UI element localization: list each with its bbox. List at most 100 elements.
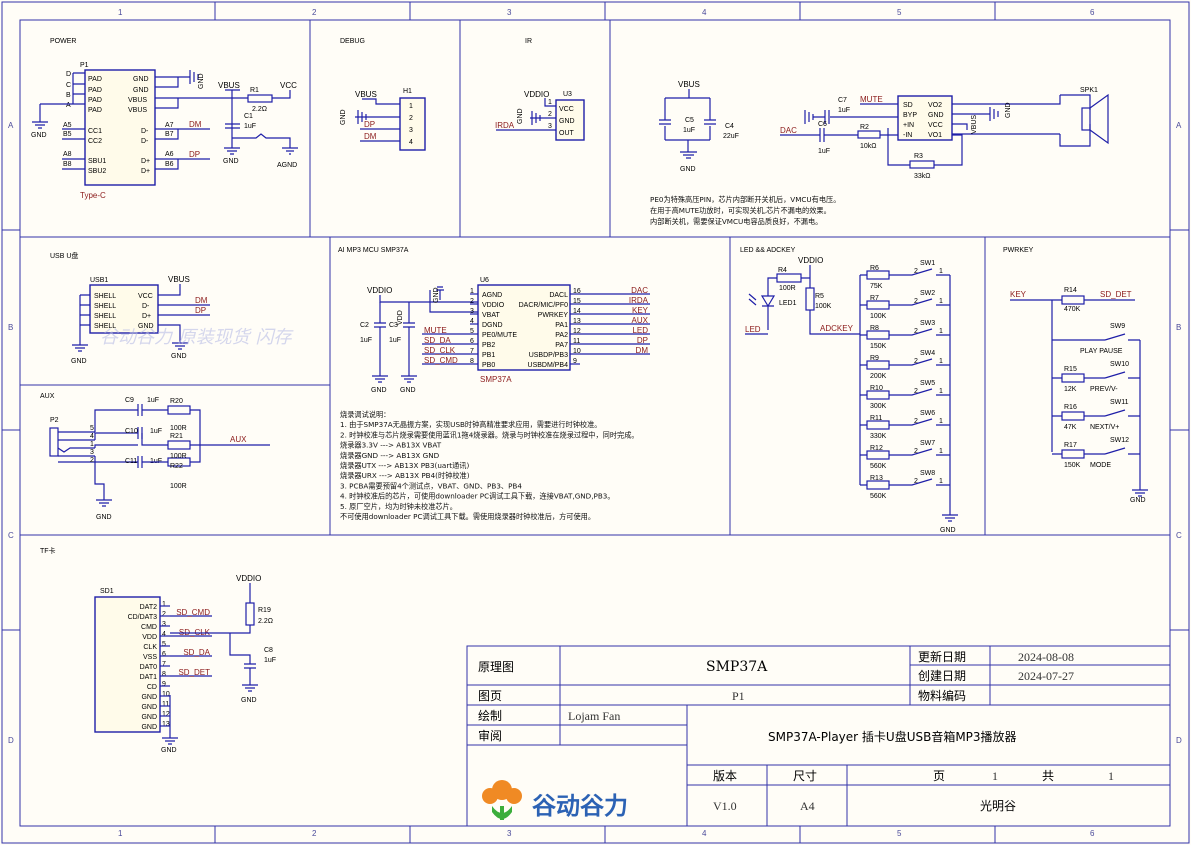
mcu-note-line: 1. 由于SMP37A无晶振方案，实现USB时钟高精准要求应用，需要进行时钟校准…: [340, 420, 602, 429]
mcu-note-line: 烧录器GND ---> AB13X GND: [340, 451, 440, 460]
u6-right-pin-name: PA2: [555, 332, 568, 339]
p1-type-label: Type-C: [80, 191, 106, 200]
pwrkey-gnd: GND: [1130, 497, 1146, 504]
p1-pin-a5: A5: [63, 122, 72, 129]
watermark: 谷动谷力 原装现货 闪存: [100, 327, 294, 348]
r21-ref: R21: [170, 433, 183, 440]
u6-right-pin-name: DACL: [549, 292, 568, 299]
tb-page-label: 图页: [478, 689, 502, 703]
c5-ref: C5: [685, 117, 694, 124]
mcu-note-line: 烧录器UTX ---> AB13X PB3(uart通讯): [340, 461, 469, 470]
ladder-switch-pin-2: 2: [914, 358, 918, 365]
speaker-section: VBUS C5 1uF C4 22uF GND C7 1uF MUTE DAC …: [650, 80, 1109, 226]
u6-left-pin-name: PB1: [482, 352, 495, 359]
p1-sbu1: SBU1: [88, 158, 106, 165]
ir-gnd: GND: [517, 108, 524, 124]
u6-left-pin-name: AGND: [482, 292, 502, 299]
mcu-note-line: 烧录器URX ---> AB13X PB4(时钟校准): [340, 471, 470, 480]
u6-right-pin-name: USBDP/PB3: [529, 352, 568, 359]
tb-update-label: 更新日期: [918, 649, 966, 664]
p1-vbus-2: VBUS: [128, 107, 147, 114]
u6-right-pin-name: USBDM/PB4: [528, 362, 569, 369]
ladder-resistor: [866, 420, 890, 430]
amp-pin-gnd: GND: [928, 112, 944, 119]
pwrkey-switch-ref: SW9: [1110, 323, 1125, 330]
ladder-resistor: [866, 330, 890, 340]
p2-ref: P2: [50, 417, 59, 424]
tb-size: A4: [800, 799, 815, 813]
usb1-vcc: VCC: [138, 293, 153, 300]
sd1-pin-num: 7: [162, 661, 166, 668]
h1-pin-4: 4: [409, 139, 413, 146]
sd1-pin-num: 4: [162, 631, 166, 638]
u6-left-pin-num: 1: [470, 288, 474, 295]
u3-num-1: 1: [548, 99, 552, 106]
p1-net-dp: DP: [189, 150, 200, 159]
u6-right-net-label: AUX: [632, 316, 649, 325]
p2-pin-1: 1: [90, 441, 94, 448]
c7-value: 1uF: [838, 107, 850, 114]
p1-pad-2: PAD: [88, 87, 102, 94]
u6-right-pin-num: 13: [573, 318, 581, 325]
u6-right-pin-num: 15: [573, 298, 581, 305]
ladder-switch-pin-1: 1: [939, 448, 943, 455]
pwrkey-res-value: 12K: [1064, 386, 1077, 393]
c3-value: 1uF: [389, 337, 401, 344]
sd1-pin-name: CD/DAT3: [128, 614, 158, 621]
title-block: 原理图 SMP37A 更新日期 2024-08-08 创建日期 2024-07-…: [466, 645, 1171, 827]
c6-value: 1uF: [818, 148, 830, 155]
ladder-res-value: 300K: [870, 403, 887, 410]
ruler-row-c-right: C: [1176, 531, 1182, 540]
ladder-switch-wire: [860, 358, 950, 366]
r1-value: 2.2Ω: [252, 106, 267, 113]
c3-ref: C3: [389, 322, 398, 329]
p1-vbus-1: VBUS: [128, 97, 147, 104]
pwrkey-switch: [1104, 371, 1140, 379]
led1-ref: LED1: [779, 300, 797, 307]
u6-right-net-label: LED: [632, 326, 648, 335]
u6-left-pin-num: 7: [470, 348, 474, 355]
pwrkey-res-value: 47K: [1064, 424, 1077, 431]
sd1-pin-num: 13: [162, 721, 170, 728]
u6-right-pin-num: 16: [573, 288, 581, 295]
ladder-resistor: [866, 360, 890, 370]
u6-left-net-label: SD_CLK: [424, 346, 456, 355]
sd1-socket-body: [94, 596, 161, 733]
power-agnd: AGND: [277, 162, 297, 169]
spk-net-dac: DAC: [780, 126, 797, 135]
sd1-net-label: SD_DET: [178, 668, 210, 677]
ladder-switch-ref: SW5: [920, 380, 935, 387]
ladder-switch-pin-1: 1: [939, 418, 943, 425]
p2-pin-3: 3: [90, 449, 94, 456]
h1-pin-2: 2: [409, 115, 413, 122]
pwrkey-res-ref: R15: [1064, 366, 1077, 373]
amp-u-body: [897, 95, 953, 141]
ladder-switch-ref: SW3: [920, 320, 935, 327]
ladder-resistor: [866, 390, 890, 400]
ladder-switch-ref: SW4: [920, 350, 935, 357]
usb1-gnd: GND: [138, 323, 154, 330]
p1-dp-2: D+: [141, 168, 150, 175]
ruler-col-3-bottom: 3: [507, 829, 512, 838]
sd1-pin-name: CD: [147, 684, 157, 691]
spk-note-line-3: 内部断关机，需要保证VMCU电容品质良好，不漏电。: [650, 217, 822, 226]
p2-pin-4: 4: [90, 433, 94, 440]
section-title-aux: AUX: [40, 393, 55, 400]
h1-pin-3: 3: [409, 127, 413, 134]
mcu-gnd-top: GND: [433, 287, 440, 303]
power-gnd-c1: GND: [223, 158, 239, 165]
ruler-row-a-right: A: [1176, 121, 1182, 130]
u6-left-pin-num: 5: [470, 328, 474, 335]
sd1-pin-num: 10: [162, 691, 170, 698]
mcu-note-line: 烧录调试说明：: [340, 410, 390, 419]
ladder-res-ref: R6: [870, 265, 879, 272]
u6-right-pin-num: 9: [573, 358, 577, 365]
sd1-pin-name: DAT0: [140, 664, 157, 671]
u6-left-pin-name: DGND: [482, 322, 503, 329]
section-title-usb: USB U盘: [50, 251, 78, 260]
amp-vbus: VBUS: [971, 115, 978, 134]
u6-left-pin-num: 8: [470, 358, 474, 365]
spk-gnd-1: GND: [680, 166, 696, 173]
tb-update-date: 2024-08-08: [1018, 650, 1074, 664]
